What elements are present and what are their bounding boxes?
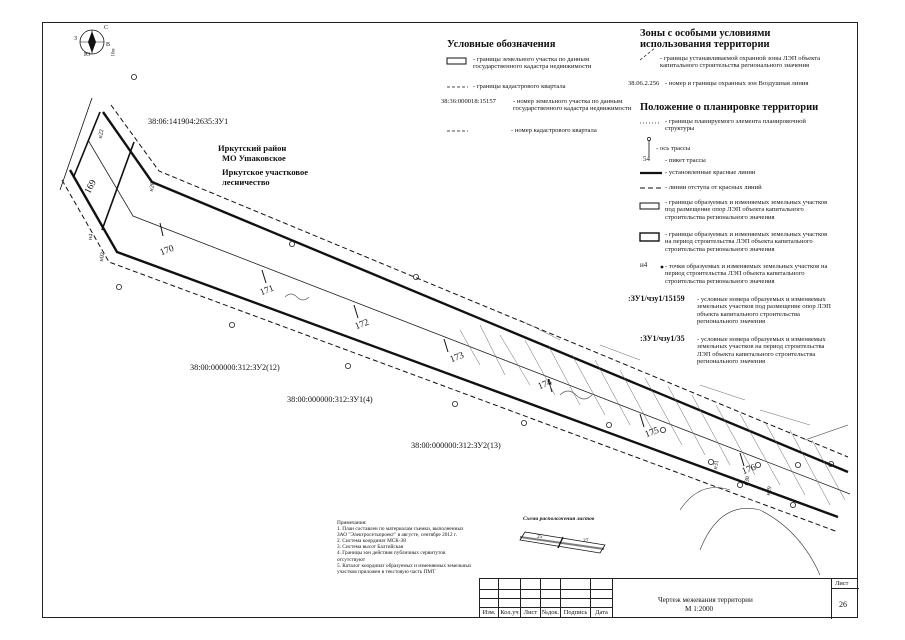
zones-item-overhead-line: - номер и границы охранных зон Воздушная… [665, 80, 809, 87]
notes-block: Примечания: 1. План составлен по материа… [337, 520, 472, 575]
legend-item-quarter-number: - номер кадастрового квартала [511, 127, 597, 134]
planning-item-support-plots: - границы образуемых и изменяемых земель… [665, 199, 828, 221]
planning-item-construction-numbers: - условные номера образуемых и изменяемы… [697, 336, 826, 366]
zones-item-protection: - границы устанавливаемой охранной зоны … [660, 55, 821, 70]
planning-item-picket: - пикет трассы [665, 157, 706, 164]
planning-item-support-numbers: - условные номера образуемых и изменяемы… [697, 296, 831, 326]
zones-title: Зоны с особыми условиями использования т… [640, 28, 771, 50]
boundary-cross-2 [101, 141, 135, 231]
legend-symbols [446, 47, 664, 269]
parcel-boundary-line [804, 424, 849, 441]
planning-item-axis: - ось трассы [656, 145, 691, 152]
compass-east: В [106, 42, 111, 48]
note-line: 3. Система высот Балтийская [337, 544, 403, 551]
setback-line-lower [61, 179, 839, 533]
picket-tick [739, 452, 745, 467]
stamp-title: Чертеж межевания территории [658, 596, 753, 604]
parcel-label: 38:06:141904:2635:ЗУ1 [148, 117, 229, 126]
boundary-cross-1 [73, 111, 101, 177]
sheet-scheme-left: 25 [537, 534, 543, 540]
stamp-header: Подпись [561, 607, 591, 618]
red-line-lower [68, 169, 839, 519]
stamp-header: №док. [541, 607, 561, 618]
pencil-mark [284, 293, 310, 301]
parcel-label: 38:00:000000:312:ЗУ2(13) [411, 441, 501, 450]
stamp-scale: М 1:2000 [685, 605, 714, 613]
stamp-header: Дата [591, 607, 613, 618]
picket-tick [353, 304, 359, 319]
boundary-cross-3 [59, 97, 93, 191]
title-stamp: Изм. Кол.уч Лист №док. Подпись Дата Черт… [479, 578, 859, 619]
setback-line-upper [110, 104, 849, 458]
planning-code-support-number: :ЗУ1/чзу1/15159 [628, 294, 685, 303]
planning-item-points: - точки образуемых и изменяемых земельны… [665, 263, 828, 285]
parcel-boundary-curve [699, 508, 821, 576]
region-district: Иркутский район [218, 143, 287, 153]
region-forestry-suffix: лесничество [222, 177, 270, 187]
planning-code-point: н4 [640, 261, 648, 269]
compass-west: З [74, 36, 78, 42]
note-line: 4. Границы зон действия публичных сервит… [337, 550, 446, 563]
compass-south: Ю [84, 52, 91, 58]
sheet-scheme-title: Схема расположения листов [523, 516, 595, 522]
zones-code: 38.06.2.256 [628, 80, 660, 87]
stamp-header: Кол.уч [499, 607, 521, 618]
point-label: н4 [87, 233, 95, 241]
parcel-label: 38:00:000000:312:ЗУ2(12) [190, 363, 280, 372]
planning-title: Положение о планировке территории [640, 102, 819, 113]
planning-item-structure-boundary: - границы планируемого элемента планиров… [665, 118, 806, 133]
sheet-scheme [519, 531, 606, 554]
picket-tick [159, 222, 164, 237]
pencil-mark [559, 390, 593, 400]
parcel-boundary-curve [679, 487, 731, 511]
planning-code-picket: 54 [643, 155, 650, 163]
planning-item-red-lines: - установленные красные линии [665, 169, 756, 176]
legend-code-parcel-number: 38:36:000018:15157 [441, 98, 496, 105]
picket-tick [261, 269, 267, 284]
compass-scale-note: 10м [111, 48, 117, 57]
note-line: 5. Каталог координат образуемых и изменя… [337, 562, 472, 575]
compass-rose [79, 29, 105, 55]
legend-item-parcel-boundary: - границы земельного участка по данным г… [473, 56, 592, 71]
planning-item-setback: - линии отступа от красных линий [665, 184, 762, 191]
planning-code-construction-number: :ЗУ1/чзу1/35 [640, 334, 685, 343]
drawing-frame [42, 22, 858, 618]
route-axis [87, 139, 851, 495]
stamp-header: Изм. [480, 607, 499, 618]
legend-item-parcel-number: - номер земельного участка по данным гос… [513, 98, 632, 113]
sheet-scheme-right: 27 [583, 538, 589, 544]
compass-north: С [104, 25, 109, 31]
legend-title: Условные обозначения [447, 39, 556, 50]
picket-tick [443, 338, 449, 353]
red-line-upper [102, 111, 849, 474]
parcel-label: 38:00:000000:312:ЗУ1(4) [287, 395, 373, 404]
notes-title: Примечания: [337, 520, 367, 526]
planning-item-construction-plots: - границы образуемых и изменяемых земель… [665, 231, 828, 253]
note-line: 2. Система координат МСК-38 [337, 538, 406, 545]
stamp-sheet-label: Лист [835, 580, 849, 587]
stamp-header: Лист [521, 607, 541, 618]
region-municipality: МО Ушаковское [222, 153, 286, 163]
picket-tick [639, 413, 645, 428]
note-line: 1. План составлен по материалам съемки, … [337, 526, 464, 539]
region-forestry: Иркутское участковое [222, 167, 308, 177]
legend-item-quarter-boundary: - границы кадастрового квартала [473, 83, 566, 90]
stamp-sheet-number: 26 [839, 600, 847, 609]
